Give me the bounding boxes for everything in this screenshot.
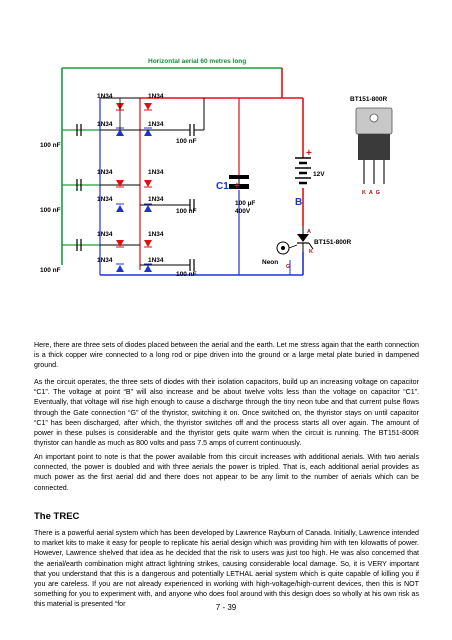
diode-blue-icon: [144, 265, 152, 272]
capacitor-label: 100 nF: [176, 271, 197, 278]
battery-plus: +: [306, 148, 312, 159]
circuit-diagram: Horizontal aerial 60 metres long 1N34 1N…: [40, 58, 393, 278]
capacitor-label: 100 nF: [40, 267, 61, 274]
diode-label: 1N34: [148, 257, 164, 264]
to220-package-icon: [355, 107, 393, 184]
diode-label: 1N34: [148, 196, 164, 203]
diode-label: 1N34: [97, 257, 113, 264]
capacitor-label: 100 nF: [40, 142, 61, 149]
diode-red-icon: [144, 180, 152, 187]
c1-label: C1: [216, 181, 229, 192]
diode-red-icon: [116, 180, 124, 187]
diode-label: 1N34: [97, 93, 113, 100]
aerial-title: Horizontal aerial 60 metres long: [148, 58, 246, 65]
capacitor-label: 100 nF: [176, 138, 197, 145]
paragraph-2: As the circuit operates, the three sets …: [34, 378, 419, 448]
page-number: 7 - 39: [215, 603, 237, 612]
capacitor-icon: [76, 124, 82, 251]
diode-stage-3: [100, 240, 190, 272]
section-heading: The TREC: [34, 511, 80, 522]
neon-icon: [276, 241, 298, 255]
diode-red-icon: [116, 240, 124, 247]
paragraph-4: There is a powerful aerial system which …: [34, 529, 419, 609]
diode-stage-1: [100, 97, 190, 136]
diode-red-icon: [144, 103, 152, 110]
diode-blue-icon: [116, 129, 124, 136]
c1-plus: +: [234, 181, 240, 192]
thyristor-label: BT151-800R: [314, 239, 352, 246]
diode-stage-2: [100, 180, 190, 212]
paragraph-3: An important point to note is that the p…: [34, 453, 419, 492]
diode-blue-icon: [144, 129, 152, 136]
capacitor-label: 100 nF: [40, 207, 61, 214]
diode-label: 1N34: [148, 121, 164, 128]
ground-rail: [99, 98, 304, 276]
paragraph-1: Here, there are three sets of diodes pla…: [34, 341, 419, 370]
neon-label: Neon: [262, 259, 278, 266]
capacitor-c1-icon: [229, 175, 249, 189]
diode-label: 1N34: [97, 196, 113, 203]
diode-label: 1N34: [148, 231, 164, 238]
battery-icon: [295, 157, 311, 185]
diode-label: 1N34: [97, 231, 113, 238]
battery-voltage: 12V: [313, 171, 325, 178]
diode-label: 1N34: [148, 169, 164, 176]
diode-label: 1N34: [148, 93, 164, 100]
gate-label: G: [286, 264, 290, 270]
c1-voltage: 400V: [235, 208, 251, 215]
capacitor-icon: [189, 98, 205, 271]
capacitor-label: 100 nF: [176, 208, 197, 215]
thyristor-k-label: K: [309, 249, 313, 255]
diode-label: 1N34: [97, 121, 113, 128]
diode-blue-icon: [144, 205, 152, 212]
c1-value: 100 µF: [235, 200, 255, 207]
diode-red-icon: [144, 240, 152, 247]
positive-rail: [139, 68, 304, 270]
thyristor-icon: [297, 226, 314, 252]
package-pins: K A G: [362, 190, 380, 196]
point-b-label: B: [295, 197, 302, 208]
diode-blue-icon: [116, 205, 124, 212]
diode-blue-icon: [116, 265, 124, 272]
package-label: BT151-800R: [350, 96, 388, 103]
diode-label: 1N34: [97, 169, 113, 176]
thyristor-a-label: A: [307, 229, 311, 235]
